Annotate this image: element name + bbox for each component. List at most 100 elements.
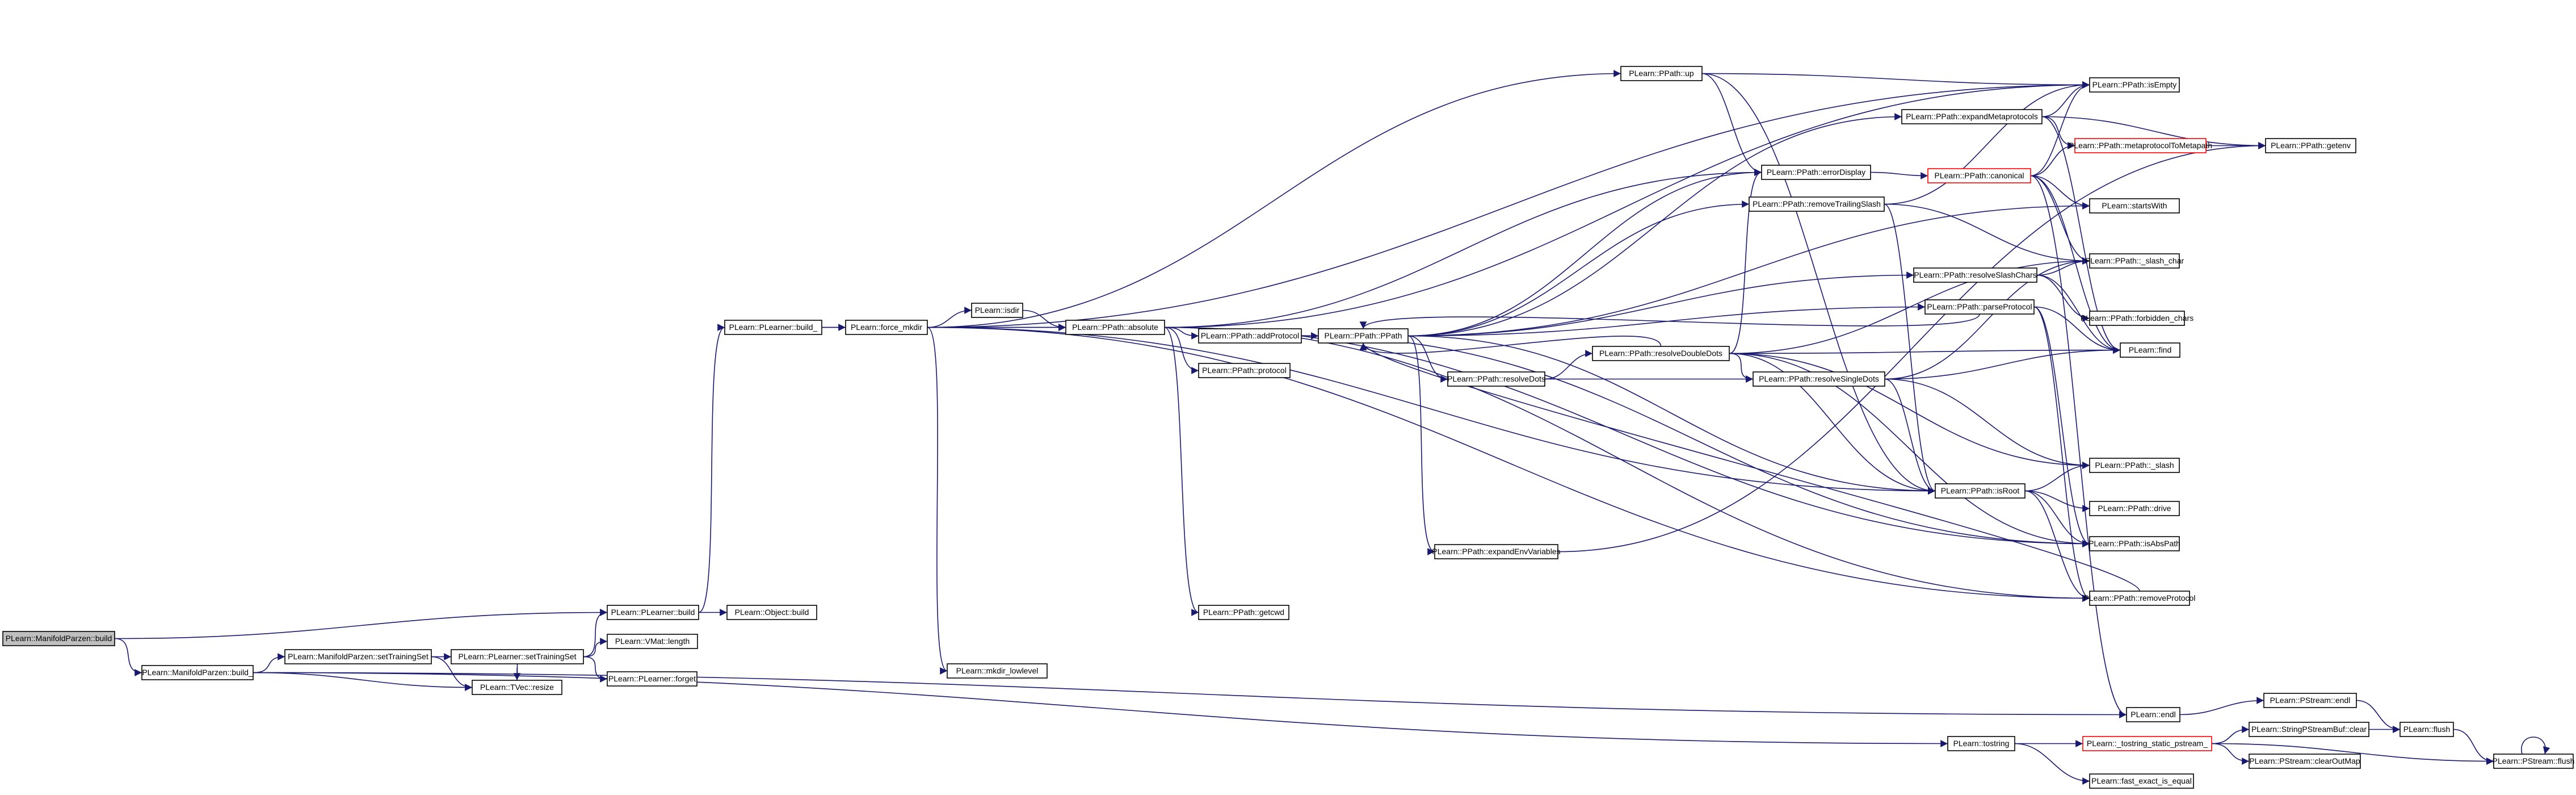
node-label: PLearn::PPath::parseProtocol	[1927, 302, 2032, 311]
node-label: PLearn::PPath::_slash_char	[2085, 256, 2184, 265]
edge-canonical-to-slash-char	[2030, 175, 2090, 265]
edge-up-to-isroot	[1701, 73, 1936, 495]
node-pl-build[interactable]: PLearn::PLearner::build	[607, 605, 699, 620]
node-label: PLearn::fast_exact_is_equal	[2091, 776, 2192, 785]
node-box	[1065, 320, 1165, 335]
node-pl-settrain[interactable]: PLearn::PLearner::setTrainingSet	[451, 649, 584, 664]
edge-mp-build--to-tostring	[253, 672, 1948, 747]
node-clearoutmap[interactable]: PLearn::PStream::clearOutMap	[2249, 754, 2361, 769]
node-label: PLearn::PPath::addProtocol	[1201, 331, 1300, 340]
node-box	[1198, 363, 1291, 378]
node-slash[interactable]: PLearn::PPath::_slash	[2089, 458, 2180, 473]
node-drive[interactable]: PLearn::PPath::drive	[2089, 501, 2180, 516]
edge-pl-settrain-to-pl-build	[583, 609, 608, 658]
node-box	[1749, 196, 1885, 212]
node-force-mkdir[interactable]: PLearn::force_mkdir	[845, 320, 928, 335]
edge-force-mkdir-to-up	[927, 70, 1621, 328]
node-addprotocol[interactable]: PLearn::PPath::addProtocol	[1198, 328, 1302, 344]
node-up[interactable]: PLearn::PPath::up	[1620, 66, 1703, 81]
node-parseprotocol[interactable]: PLearn::PPath::parseProtocol	[1924, 299, 2035, 315]
node-sfsb-clear[interactable]: PLearn::StringPStreamBuf::clear	[2249, 722, 2369, 737]
node-removetrailing[interactable]: PLearn::PPath::removeTrailingSlash	[1749, 196, 1885, 212]
node-expandenv[interactable]: PLearn::PPath::expandEnvVariables	[1432, 544, 1561, 559]
node-resolvesingledots[interactable]: PLearn::PPath::resolveSingleDots	[1753, 371, 1885, 387]
node-mp-settrain[interactable]: PLearn::ManifoldParzen::setTrainingSet	[284, 649, 432, 664]
edge-up-to-isempty	[1701, 73, 2090, 89]
node-mp-build-[interactable]: PLearn::ManifoldParzen::build_	[141, 665, 254, 680]
node-startswith[interactable]: PLearn::startsWith	[2089, 198, 2180, 214]
node-label: PLearn::PPath::resolveSingleDots	[1759, 374, 1879, 383]
node-absolute[interactable]: PLearn::PPath::absolute	[1065, 320, 1165, 335]
edge-tostring-static-to-pstream-flush	[2211, 743, 2494, 765]
node-getenv[interactable]: PLearn::PPath::getenv	[2265, 138, 2356, 153]
node-box	[1935, 483, 2025, 499]
node-fast-exact[interactable]: PLearn::fast_exact_is_equal	[2089, 773, 2194, 789]
node-removeprotocol[interactable]: PLearn::PPath::removeProtocol	[2084, 591, 2196, 606]
edge-resolvedoubledots-to-isroot	[1729, 353, 1936, 495]
node-forbidden[interactable]: PLearn::PPath::forbidden_chars	[2081, 311, 2193, 326]
node-endl[interactable]: PLearn::endl	[2126, 707, 2180, 722]
edge-mp-build-to-mp-build-	[114, 638, 142, 676]
node-label: PLearn::PPath::absolute	[1072, 323, 1158, 332]
node-resolveslash[interactable]: PLearn::PPath::resolveSlashChars	[1913, 267, 2037, 283]
node-pl-build-[interactable]: PLearn::PLearner::build_	[724, 320, 822, 335]
node-label: PLearn::mkdir_lowlevel	[956, 666, 1039, 675]
node-pstream-flush[interactable]: PLearn::PStream::flush	[2493, 754, 2575, 769]
node-pl-forget[interactable]: PLearn::PLearner::forget	[607, 671, 697, 687]
edge-absolute-to-isempty	[1164, 81, 2090, 328]
node-expandmeta[interactable]: PLearn::PPath::expandMetaprotocols	[1901, 109, 2043, 124]
node-pstream-endl[interactable]: PLearn::PStream::endl	[2263, 693, 2357, 708]
node-label: PLearn::PPath::expandEnvVariables	[1432, 547, 1560, 556]
node-tvec-resize[interactable]: PLearn::TVec::resize	[472, 680, 562, 695]
node-label: PLearn::PPath::isAbsPath	[2088, 539, 2180, 548]
node-isabspath[interactable]: PLearn::PPath::isAbsPath	[2088, 536, 2180, 551]
node-obj-build[interactable]: PLearn::Object::build	[726, 605, 817, 620]
node-isroot[interactable]: PLearn::PPath::isRoot	[1935, 483, 2025, 499]
node-box	[726, 605, 817, 620]
edge-pl-settrain-to-pl-forget	[583, 656, 608, 683]
node-find[interactable]: PLearn::find	[2120, 342, 2180, 358]
node-isempty[interactable]: PLearn::PPath::isEmpty	[2089, 77, 2180, 93]
node-box	[1913, 267, 2037, 283]
node-box	[607, 671, 697, 687]
node-mkdir-lowlevel[interactable]: PLearn::mkdir_lowlevel	[947, 663, 1048, 679]
node-box	[607, 605, 699, 620]
node-slash-char[interactable]: PLearn::PPath::_slash_char	[2085, 253, 2184, 269]
edge-ppath-to-expandenv	[1407, 335, 1435, 555]
node-box	[2263, 693, 2357, 708]
node-box	[1447, 371, 1545, 387]
edge-canonical-to-endl	[2030, 175, 2127, 718]
node-label: PLearn::PStream::clearOutMap	[2249, 756, 2360, 765]
node-label: PLearn::PPath::protocol	[1202, 366, 1287, 375]
node-isdir[interactable]: PLearn::isdir	[971, 303, 1023, 318]
node-label: PLearn::PPath::canonical	[1935, 171, 2024, 180]
edge-isroot-to-slash	[2024, 462, 2090, 492]
node-label: PLearn::PPath::resolveDoubleDots	[1599, 349, 1722, 358]
edge-resolvedoubledots-to-slash	[1729, 353, 2090, 469]
node-vmat-length[interactable]: PLearn::VMat::length	[607, 634, 698, 649]
edge-isroot-to-drive	[2024, 490, 2090, 512]
node-label: PLearn::endl	[2130, 710, 2175, 719]
node-label: PLearn::PPath::resolveSlashChars	[1914, 270, 2036, 279]
edge-isdir-to-absolute	[1022, 309, 1066, 331]
node-label: PLearn::PStream::flush	[2493, 756, 2575, 765]
node-protocol[interactable]: PLearn::PPath::protocol	[1198, 363, 1291, 378]
node-tostring-static[interactable]: PLearn::_tostring_static_pstream_	[2082, 736, 2212, 751]
node-mp-build[interactable]: PLearn::ManifoldParzen::build	[2, 631, 115, 646]
node-flush[interactable]: PLearn::flush	[2399, 722, 2454, 737]
node-ppath[interactable]: PLearn::PPath::PPath	[1318, 328, 1409, 344]
node-box	[2089, 77, 2180, 93]
node-resolvedoubledots[interactable]: PLearn::PPath::resolveDoubleDots	[1592, 346, 1730, 361]
node-box	[1198, 328, 1302, 344]
node-box	[1761, 165, 1871, 180]
node-box	[2399, 722, 2454, 737]
node-resolvedots[interactable]: PLearn::PPath::resolveDots	[1447, 371, 1545, 387]
nodes-layer: PLearn::ManifoldParzen::buildPLearn::Man…	[2, 66, 2575, 789]
node-metatometa[interactable]: PLearn::PPath::metaprotocolToMetapath	[2069, 138, 2212, 153]
node-getcwd[interactable]: PLearn::PPath::getcwd	[1198, 605, 1289, 620]
node-tostring[interactable]: PLearn::tostring	[1947, 736, 2015, 751]
node-errordisplay[interactable]: PLearn::PPath::errorDisplay	[1761, 165, 1871, 180]
edge-force-mkdir-to-mkdir-lowlevel	[927, 327, 948, 675]
node-canonical[interactable]: PLearn::PPath::canonical	[1927, 168, 2031, 183]
node-box	[1753, 371, 1885, 387]
